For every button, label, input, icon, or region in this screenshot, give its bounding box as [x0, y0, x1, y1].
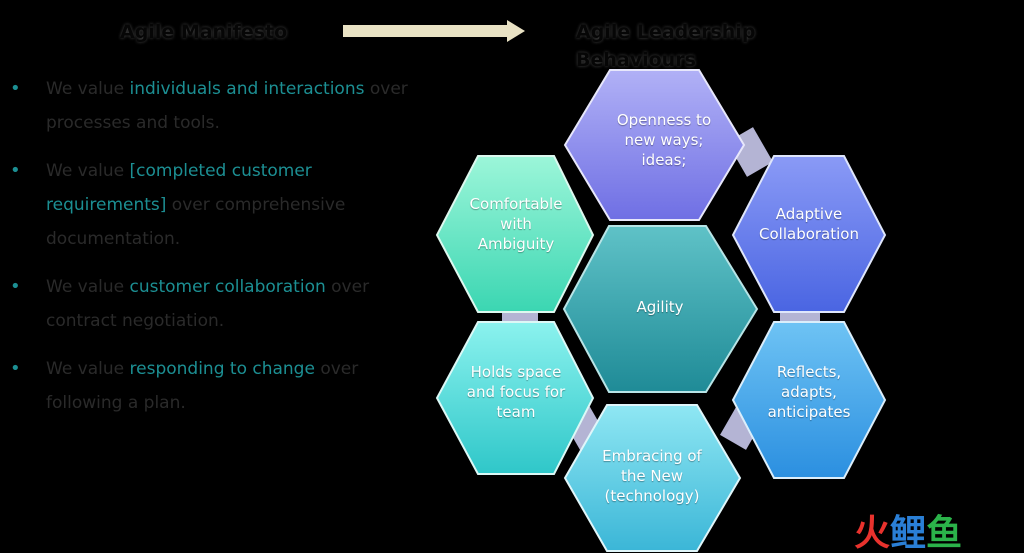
- hexagon-bottom-right-label: Reflects, adapts, anticipates: [767, 363, 851, 421]
- manifesto-prefix: We value: [46, 79, 130, 99]
- manifesto-prefix: We value: [46, 161, 130, 181]
- manifesto-item: • We value individuals and interactions …: [0, 72, 420, 140]
- manifesto-item: • We value [completed customer requireme…: [0, 154, 420, 256]
- manifesto-prefix: We value: [46, 359, 130, 379]
- hexagon-top-right: [731, 155, 887, 313]
- bullet-icon: •: [10, 276, 21, 297]
- hexagon-bottom-right: [731, 321, 887, 479]
- watermark-char: 鱼: [926, 513, 962, 553]
- hexagon-bottom-left: [435, 321, 595, 475]
- bullet-icon: •: [10, 78, 21, 99]
- hexagon-top-left-label: Comfortable with Ambiguity: [469, 195, 563, 253]
- manifesto-highlight: individuals and interactions: [129, 79, 365, 99]
- manifesto-heading: Agile Manifesto: [120, 21, 288, 43]
- manifesto-list: • We value individuals and interactions …: [0, 72, 420, 434]
- hexagon-top-left: [435, 155, 595, 313]
- watermark-text: 火鲤鱼: [854, 513, 962, 553]
- hexagon-top-right-label: Adaptive Collaboration: [759, 205, 859, 243]
- manifesto-highlight: responding to change: [129, 359, 315, 379]
- hexagon-bottom-left-label: Holds space and focus for team: [466, 363, 566, 421]
- hexagon-top-label: Openness to new ways; ideas;: [616, 111, 712, 169]
- manifesto-item: • We value customer collaboration over c…: [0, 270, 420, 338]
- hexagon-bottom-label: Embracing of the New (technology): [602, 447, 702, 505]
- hexagon-bottom: [563, 404, 742, 552]
- manifesto-highlight: [completed customer requirements]: [46, 161, 312, 215]
- manifesto-highlight: customer collaboration: [129, 277, 326, 297]
- manifesto-suffix: over following a plan.: [46, 359, 359, 413]
- bullet-icon: •: [10, 358, 21, 379]
- manifesto-suffix: over comprehensive documentation.: [46, 195, 346, 249]
- manifesto-suffix: over contract negotiation.: [46, 277, 370, 331]
- bullet-icon: •: [10, 160, 21, 181]
- right-arrow-icon: [343, 20, 525, 42]
- manifesto-item: • We value responding to change over fol…: [0, 352, 420, 420]
- watermark-char: 鲤: [890, 513, 926, 553]
- watermark-logo: 火鲤鱼: [854, 513, 962, 553]
- leadership-heading: Agile Leadership Behaviours: [576, 21, 756, 71]
- hexagon-center-label: Agility: [636, 298, 684, 316]
- hexagon-top: [563, 69, 746, 221]
- leadership-hexagon-diagram: Agility Openness to new ways; ideas; Ada…: [420, 60, 910, 553]
- manifesto-suffix: over processes and tools.: [46, 79, 408, 133]
- manifesto-prefix: We value: [46, 277, 130, 297]
- watermark-char: 火: [854, 513, 890, 553]
- hexagon-center: [562, 225, 759, 393]
